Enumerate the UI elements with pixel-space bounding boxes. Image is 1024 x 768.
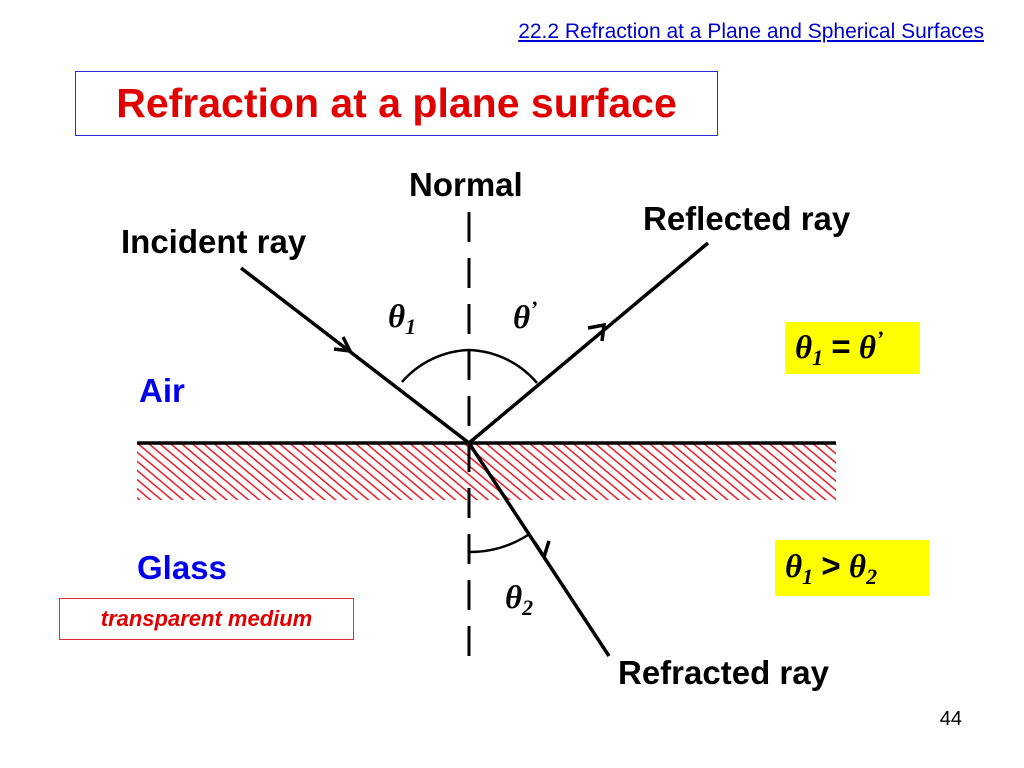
refraction-equation: θ1 > θ2 — [785, 546, 878, 589]
refracted-ray-arrowhead — [533, 540, 551, 562]
reflected-ray-line — [467, 241, 710, 445]
slide-title: Refraction at a plane surface — [116, 80, 677, 126]
theta-prime-arc — [468, 348, 538, 384]
incident-ray-line — [239, 266, 471, 445]
theta2-label: θ2 — [505, 580, 534, 620]
theta2-arc — [468, 533, 529, 554]
reflected-ray-label: Reflected ray — [643, 200, 851, 237]
air-label: Air — [139, 372, 185, 409]
transparent-medium-box: transparent medium — [59, 598, 354, 640]
refraction-equation-box: θ1 > θ2 — [775, 540, 929, 596]
reflection-equation: θ1 = θ’ — [795, 325, 884, 370]
incident-ray-arrowhead — [333, 336, 354, 354]
theta1-arc — [401, 348, 470, 383]
theta-prime-label: θ’ — [513, 296, 538, 336]
section-link[interactable]: 22.2 Refraction at a Plane and Spherical… — [518, 20, 984, 43]
reflection-equation-box: θ1 = θ’ — [785, 322, 920, 374]
page-number: 44 — [939, 708, 962, 730]
refracted-ray-label: Refracted ray — [618, 654, 829, 691]
slide-title-box: Refraction at a plane surface — [75, 71, 718, 136]
transparent-medium-label: transparent medium — [100, 606, 313, 631]
reflected-ray-arrowhead — [587, 322, 607, 342]
normal-label: Normal — [409, 166, 523, 203]
glass-label: Glass — [137, 549, 227, 586]
theta1-label: θ1 — [388, 299, 417, 339]
incident-ray-label: Incident ray — [121, 223, 307, 260]
